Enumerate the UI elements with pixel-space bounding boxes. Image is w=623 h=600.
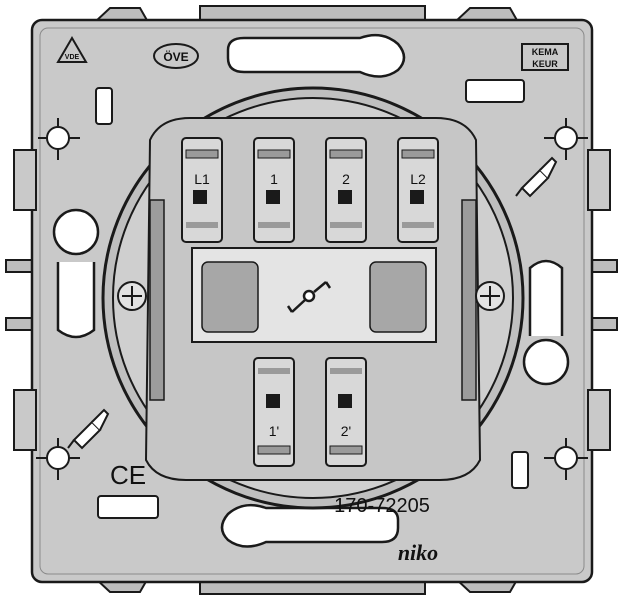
svg-text:ÖVE: ÖVE bbox=[163, 49, 188, 64]
terminal-label: 1 bbox=[270, 171, 278, 187]
mount-hole bbox=[52, 208, 100, 256]
slot bbox=[95, 87, 113, 125]
terminal-label: L1 bbox=[194, 171, 210, 187]
mount-slot bbox=[528, 259, 564, 336]
terminal-top-1: 1 bbox=[253, 137, 295, 243]
terminal-top-2: 2 bbox=[325, 137, 367, 243]
vde-mark: VDE bbox=[56, 36, 88, 63]
terminal-label: 2 bbox=[342, 171, 350, 187]
brand-logo-text: niko bbox=[398, 540, 438, 565]
terminal-bottom-1p: 1' bbox=[253, 357, 295, 467]
mount-slot bbox=[56, 262, 96, 339]
keyhole-slot-bottom bbox=[220, 503, 400, 548]
keyhole-slot-top bbox=[226, 33, 406, 78]
kema-keur-mark: KEMA KEUR bbox=[521, 43, 569, 71]
terminal-label: 1' bbox=[269, 423, 279, 439]
terminal-label: L2 bbox=[410, 171, 426, 187]
terminal-top-l1: L1 bbox=[181, 137, 223, 243]
ce-mark: CE bbox=[110, 460, 146, 490]
terminal-bottom-2p: 2' bbox=[325, 357, 367, 467]
screw-icon bbox=[117, 281, 505, 311]
svg-text:KEMA: KEMA bbox=[532, 47, 559, 57]
mount-hole bbox=[522, 338, 570, 386]
svg-text:KEUR: KEUR bbox=[532, 59, 558, 69]
switch-symbol-icon bbox=[286, 281, 332, 313]
slot bbox=[97, 495, 159, 519]
ove-mark: ÖVE bbox=[153, 43, 199, 69]
terminal-label: 2' bbox=[341, 423, 351, 439]
crosshair-hole-icon bbox=[36, 118, 588, 480]
screwdriver-icon bbox=[67, 156, 558, 450]
product-code: 170-72205 bbox=[334, 495, 430, 517]
svg-text:VDE: VDE bbox=[65, 54, 80, 61]
slot bbox=[511, 451, 529, 489]
terminal-top-l2: L2 bbox=[397, 137, 439, 243]
slot bbox=[465, 79, 525, 103]
